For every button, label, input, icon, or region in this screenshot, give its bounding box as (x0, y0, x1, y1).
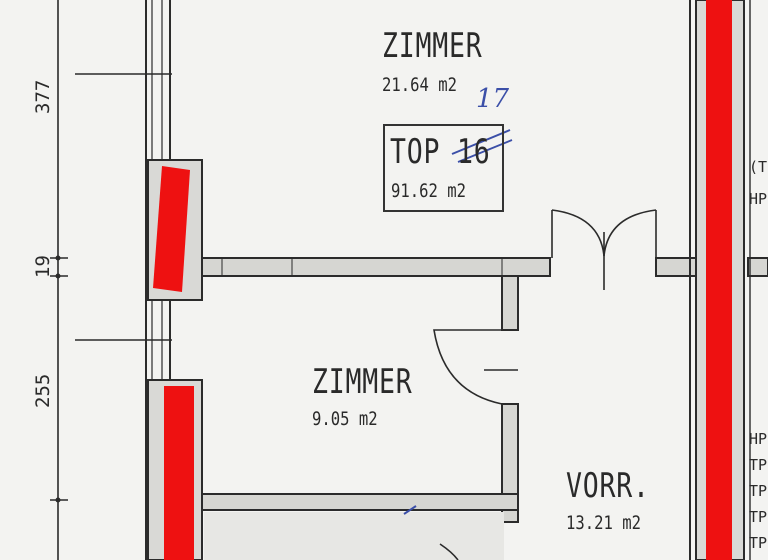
partition-wall (201, 493, 519, 511)
dimension-dot (55, 497, 61, 503)
highlighted-wall (153, 166, 190, 292)
dimension-label: 19 (32, 255, 54, 278)
side-label: TP (749, 456, 768, 474)
handwritten-strike (451, 129, 511, 155)
highlighted-wall (706, 0, 732, 560)
side-label: TP (749, 508, 768, 526)
unit-area: 91.62 m2 (391, 180, 467, 202)
room-name: ZIMMER (382, 26, 483, 66)
partition-wall (501, 275, 519, 331)
room-area: 21.64 m2 (382, 74, 458, 96)
room-name: ZIMMER (312, 362, 413, 402)
partition-wall (747, 257, 768, 277)
side-label: HP (749, 430, 768, 448)
room-area: 9.05 m2 (312, 408, 378, 430)
door-swing (603, 209, 657, 257)
side-label: HP (749, 190, 768, 208)
handwritten-mark (403, 505, 417, 515)
side-label: TP (749, 482, 768, 500)
unit-label-box (383, 124, 504, 212)
side-label: TP (749, 534, 768, 552)
partition-wall (501, 403, 519, 523)
unit-label: TOP 16 (390, 132, 491, 172)
door-arc-lower (439, 543, 459, 560)
dimension-dot (55, 273, 61, 279)
door-swing (433, 329, 503, 405)
door-swing (551, 209, 605, 257)
floor-hatch (204, 512, 504, 560)
handwritten-correction: 17 (476, 84, 510, 114)
partition-wall (201, 257, 551, 277)
room-area: 13.21 m2 (566, 512, 642, 534)
dimension-label: 377 (32, 79, 54, 114)
highlighted-wall (164, 386, 194, 560)
room-name: VORR. (566, 466, 650, 506)
side-label: (TI (749, 158, 768, 176)
dimension-label: 255 (32, 373, 54, 408)
dimension-dot (55, 255, 61, 261)
